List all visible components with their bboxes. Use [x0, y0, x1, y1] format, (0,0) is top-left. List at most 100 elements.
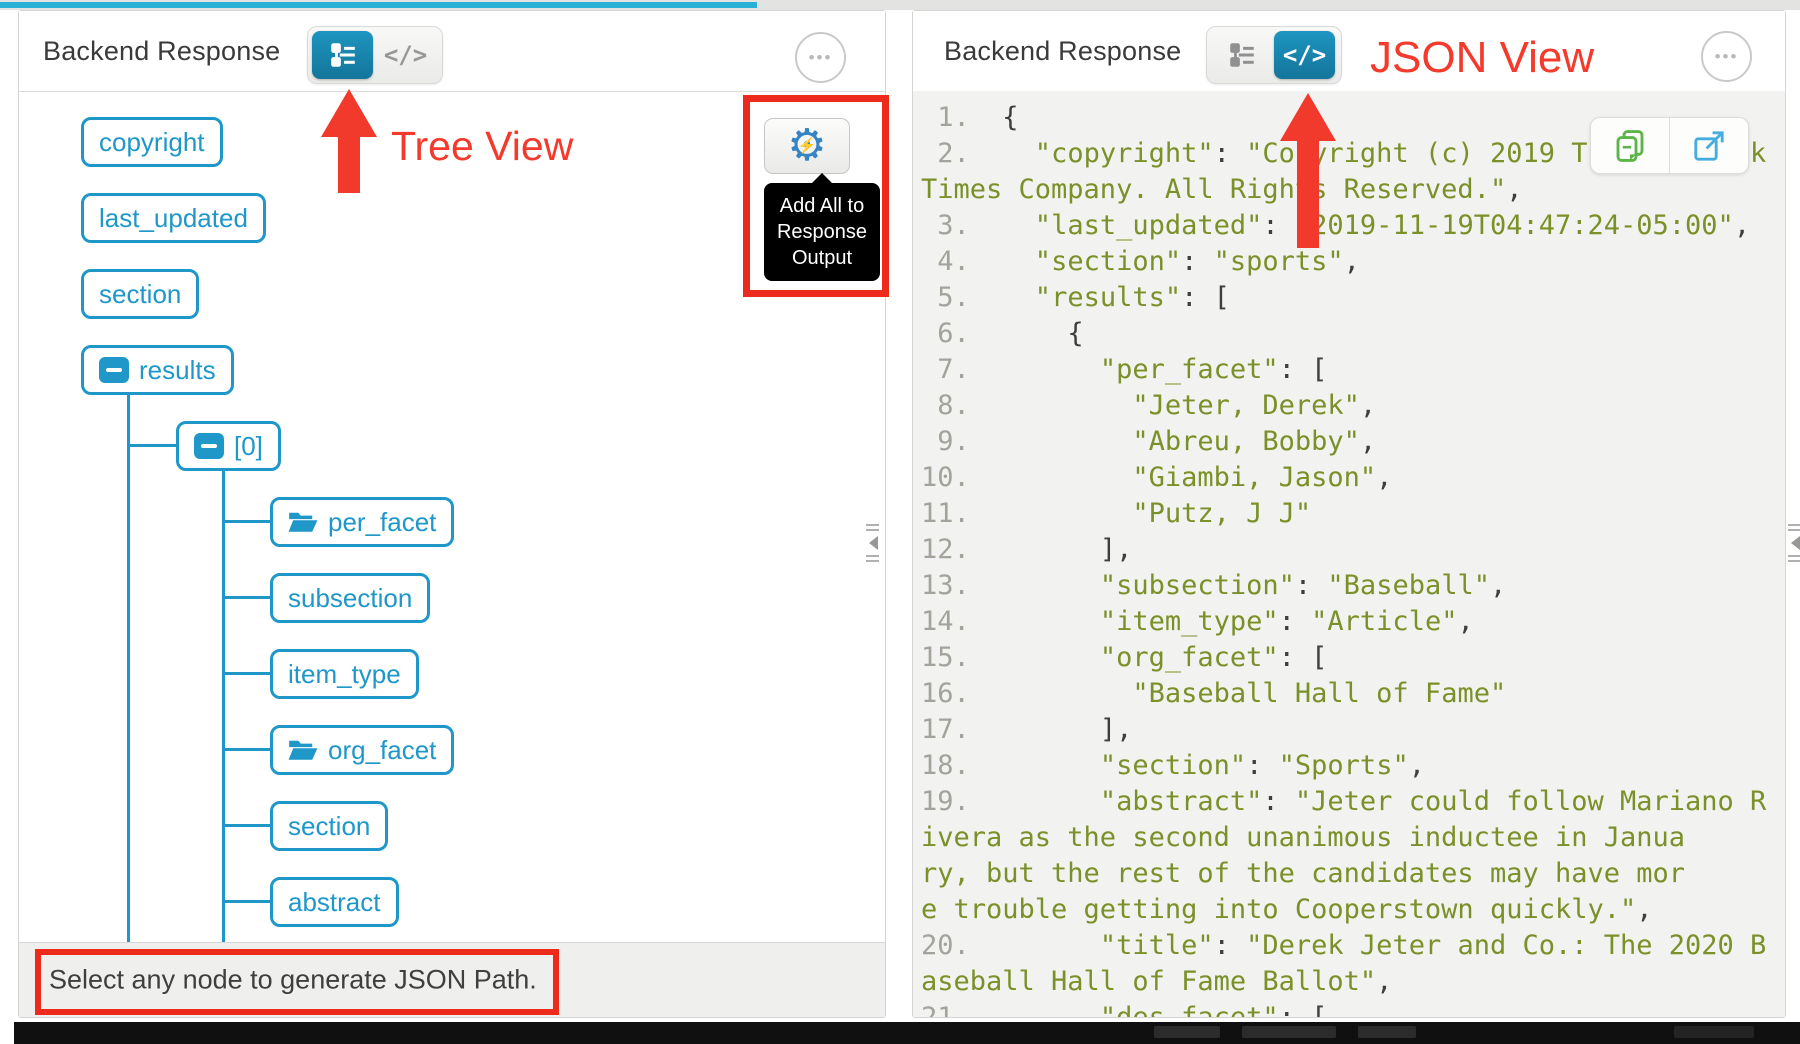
view-toggle-group: </>: [1206, 26, 1342, 84]
code-line-14: 14. "item_type": "Article",: [921, 606, 1474, 637]
code-icon: </>: [1282, 41, 1327, 69]
tree-view-annotation-label: Tree View: [391, 123, 574, 169]
tree-structure-icon: [1229, 43, 1254, 67]
line-number: 12.: [921, 534, 970, 565]
ellipsis-icon: •••: [808, 47, 833, 67]
tree-structure-icon: [330, 43, 355, 67]
code-line-19: 19. "abstract": "Jeter could follow Mari…: [921, 786, 1767, 817]
code-line-wrap: ivera as the second unanimous inductee i…: [921, 822, 1686, 853]
tree-connector-line: [127, 444, 176, 447]
line-number: 1.: [921, 102, 970, 133]
copy-icon: [1616, 129, 1644, 162]
code-line-20: 20. "title": "Derek Jeter and Co.: The 2…: [921, 930, 1767, 961]
copy-json-button[interactable]: [1591, 118, 1669, 173]
tree-view-toggle-button[interactable]: [1211, 31, 1272, 79]
line-number: 9.: [921, 426, 970, 457]
tree-connector-line: [127, 392, 130, 943]
tree-node-label: item_type: [288, 658, 401, 689]
tree-connector-line: [222, 748, 270, 751]
ellipsis-icon: •••: [1714, 46, 1739, 66]
code-line-wrap: aseball Hall of Fame Ballot",: [921, 966, 1393, 997]
tree-connector-line: [222, 900, 270, 903]
lightning-icon: ⚡: [797, 137, 817, 155]
line-number: 11.: [921, 498, 970, 529]
line-number: 21.: [921, 1002, 970, 1017]
gear-highlight-rectangle: [743, 95, 889, 297]
right-panel-header: Backend Response </> JSON View: [913, 11, 1785, 92]
line-number: 16.: [921, 678, 970, 709]
tree-node-label: section: [288, 810, 371, 841]
more-options-button[interactable]: •••: [1701, 31, 1752, 82]
code-line-7: 7. "per_facet": [: [921, 354, 1328, 385]
code-line-17: 17. ],: [921, 714, 1133, 745]
tree-node-label: per_facet: [328, 506, 437, 537]
tree-node-org_facet[interactable]: org_facet: [270, 725, 455, 775]
status-text: Select any node to generate JSON Path.: [49, 964, 537, 995]
tree-node-last_updated[interactable]: last_updated: [81, 193, 266, 243]
tree-connector-line: [222, 824, 270, 827]
open-in-new-button[interactable]: [1670, 118, 1748, 173]
code-line-13: 13. "subsection": "Baseball",: [921, 570, 1507, 601]
tree-view-toggle-button[interactable]: [312, 31, 373, 79]
code-line-3: 3. "last_updated": "2019-11-19T04:47:24-…: [921, 210, 1751, 241]
code-view-toggle-button[interactable]: </>: [1274, 31, 1335, 79]
tree-connector-line: [222, 520, 270, 523]
code-line-9: 9. "Abreu, Bobby",: [921, 426, 1377, 457]
right-splitter-handle[interactable]: [1787, 524, 1800, 562]
page-title: Backend Response: [43, 36, 281, 66]
open-folder-icon: [288, 512, 318, 532]
tree-node-results[interactable]: results: [81, 345, 234, 395]
more-options-button[interactable]: •••: [795, 32, 846, 83]
tree-view-annotation-arrow: [321, 89, 377, 193]
tree-node-label: section: [99, 278, 182, 309]
code-line-18: 18. "section": "Sports",: [921, 750, 1425, 781]
collapse-minus-icon[interactable]: [99, 357, 129, 383]
gear-icon: ⚙: [787, 121, 827, 170]
line-number: 19.: [921, 786, 970, 817]
left-panel-header: Backend Response </> •••: [19, 11, 885, 92]
tree-connector-line: [222, 596, 270, 599]
tooltip-caret: [812, 173, 832, 183]
gear-tooltip: Add All to Response Output: [764, 173, 880, 281]
line-number: 2.: [921, 138, 970, 169]
code-line-6: 6. {: [921, 318, 1084, 349]
code-line-4: 4. "section": "sports",: [921, 246, 1360, 277]
line-number: 10.: [921, 462, 970, 493]
tree-node-label: last_updated: [99, 202, 248, 233]
add-all-to-output-button[interactable]: ⚙ ⚡: [764, 118, 850, 174]
code-line-wrap: ry, but the rest of the candidates may h…: [921, 858, 1686, 889]
code-line-12: 12. ],: [921, 534, 1133, 565]
json-view-panel: Backend Response </> JSON View: [912, 10, 1786, 1018]
open-folder-icon: [288, 740, 318, 760]
tree-node-label: abstract: [288, 886, 381, 917]
tree-node-0[interactable]: [0]: [176, 421, 281, 471]
code-view-toggle-button[interactable]: </>: [375, 31, 436, 79]
json-code-editor[interactable]: 1. { 2. "copyright": "Copyright (c) 2019…: [913, 91, 1785, 1017]
tree-node-item_type[interactable]: item_type: [270, 649, 419, 699]
code-line-8: 8. "Jeter, Derek",: [921, 390, 1377, 421]
view-toggle-group: </>: [307, 26, 443, 84]
tree-node-abstract[interactable]: abstract: [270, 877, 399, 927]
code-line-10: 10. "Giambi, Jason",: [921, 462, 1393, 493]
tree-node-section[interactable]: section: [270, 801, 389, 851]
tree-node-copyright[interactable]: copyright: [81, 117, 223, 167]
collapse-minus-icon[interactable]: [194, 433, 224, 459]
line-number: 4.: [921, 246, 970, 277]
line-number: 15.: [921, 642, 970, 673]
window-top-strip: [0, 0, 1800, 10]
code-line-wrap: Times Company. All Rights Reserved.",: [921, 174, 1523, 205]
collapse-left-icon: [1791, 536, 1800, 550]
line-number: 20.: [921, 930, 970, 961]
collapse-left-icon: [869, 536, 878, 550]
tree-node-section[interactable]: section: [81, 269, 200, 319]
line-number: 17.: [921, 714, 970, 745]
code-line-1: 1. {: [921, 102, 1019, 133]
json-view-annotation-arrow: [1280, 93, 1336, 248]
tree-node-per_facet[interactable]: per_facet: [270, 497, 455, 547]
code-line-5: 5. "results": [: [921, 282, 1230, 313]
tree-node-subsection[interactable]: subsection: [270, 573, 431, 623]
left-splitter-handle[interactable]: [865, 524, 879, 562]
bottom-window-strip: [14, 1022, 1800, 1044]
line-number: 18.: [921, 750, 970, 781]
